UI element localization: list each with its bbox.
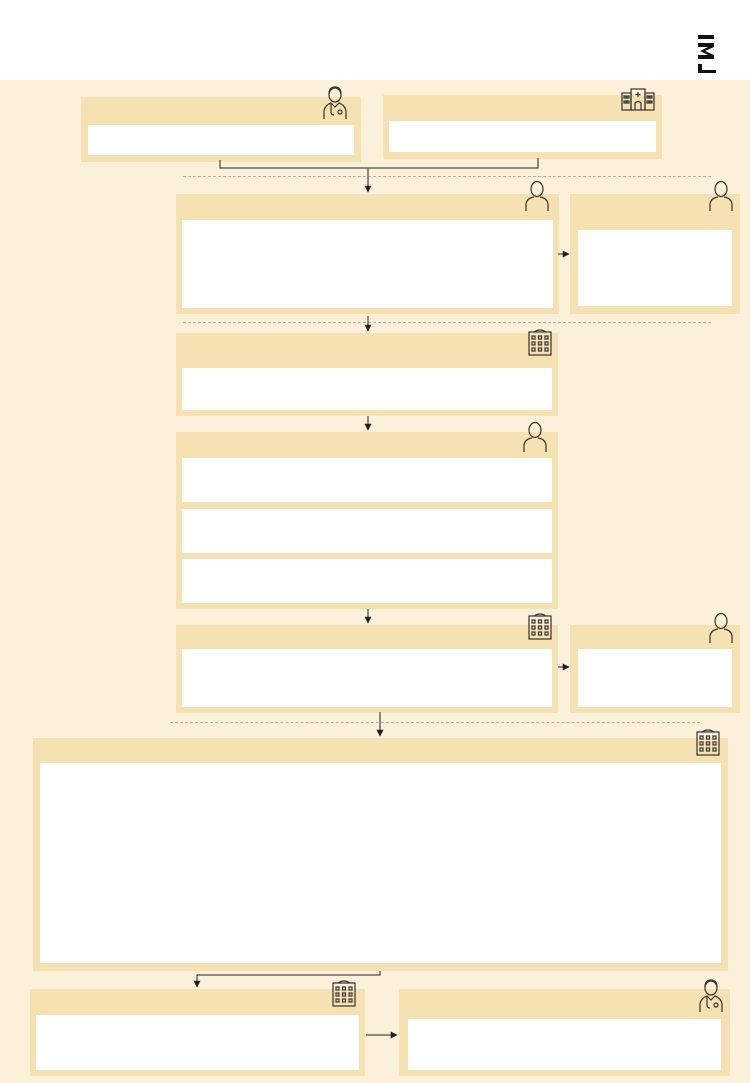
- step-box-header: [176, 333, 558, 357]
- step-box-content: [389, 121, 656, 152]
- person-icon: [523, 421, 547, 452]
- step-box-content: [182, 649, 552, 707]
- step-box-content: [578, 230, 732, 306]
- step-box-content: [36, 1015, 359, 1070]
- step-box-content: [408, 1019, 721, 1070]
- step-box-header: [399, 989, 730, 1013]
- step-box-content: [182, 220, 553, 308]
- step-box-content: [578, 649, 732, 707]
- building-icon: [528, 613, 552, 640]
- step-box-content: [182, 559, 552, 603]
- step-box-content: [40, 763, 721, 963]
- step-box-5: [176, 333, 558, 416]
- step-box-9: [33, 738, 728, 971]
- building-icon: [332, 980, 356, 1007]
- step-box-1: [81, 97, 361, 162]
- hospital-icon: [621, 88, 655, 111]
- step-box-header: [176, 432, 558, 456]
- section-divider: [183, 176, 711, 177]
- building-icon: [528, 329, 552, 356]
- step-box-header: [81, 97, 361, 121]
- step-box-content: [182, 368, 552, 410]
- doctor-icon: [323, 86, 347, 119]
- page-header: [0, 0, 750, 80]
- person-icon: [525, 180, 549, 211]
- step-box-7: [176, 625, 558, 713]
- step-box-8: [570, 625, 740, 713]
- step-box-2: [383, 95, 662, 159]
- step-box-3: [176, 194, 559, 314]
- section-divider: [183, 322, 711, 323]
- person-icon: [709, 180, 733, 211]
- doctor-icon: [699, 979, 723, 1012]
- section-divider: [170, 722, 700, 723]
- step-box-content: [182, 509, 552, 553]
- step-box-10: [30, 989, 365, 1076]
- step-box-header: [176, 625, 558, 649]
- step-box-11: [399, 989, 730, 1076]
- person-icon: [709, 612, 733, 643]
- step-box-header: [30, 989, 365, 1013]
- step-box-header: [33, 738, 728, 762]
- im-logo: [698, 35, 716, 73]
- step-box-4: [570, 194, 740, 314]
- step-box-content: [182, 458, 552, 502]
- step-box-content: [88, 125, 354, 155]
- building-icon: [696, 729, 720, 756]
- step-box-6: [176, 432, 558, 609]
- step-box-header: [176, 194, 559, 218]
